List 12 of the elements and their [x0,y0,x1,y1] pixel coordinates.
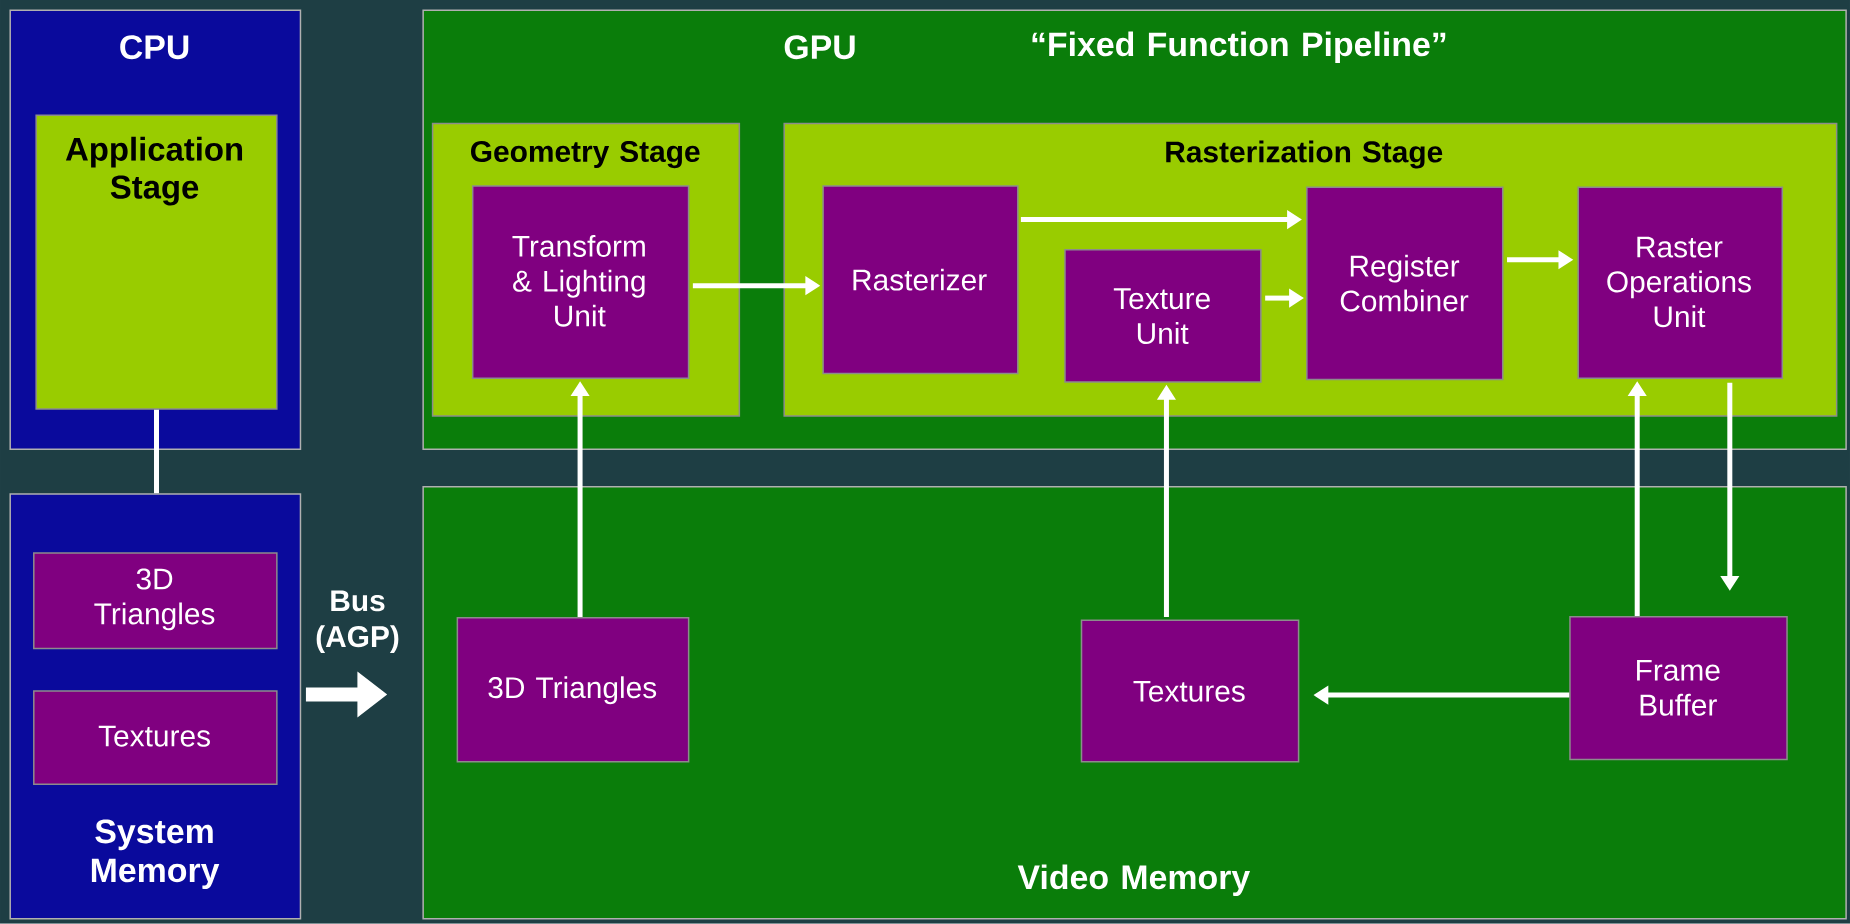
unit-box: Textures [1080,619,1300,763]
unit-box: Texture Unit [1064,249,1262,383]
unit-box: Transform & Lighting Unit [471,185,690,380]
unit-box: 3D Triangles [456,617,690,763]
unit-box: Textures [33,690,278,785]
stage-box: Application Stage [35,114,278,410]
unit-box: Register Combiner [1306,186,1504,381]
unit-box: Rasterizer [822,185,1019,375]
unit-box: Raster Operations Unit [1577,186,1784,380]
unit-box: Frame Buffer [1569,616,1788,761]
unit-box: 3D Triangles [33,552,278,650]
edge-label: Bus (AGP) [306,589,409,655]
